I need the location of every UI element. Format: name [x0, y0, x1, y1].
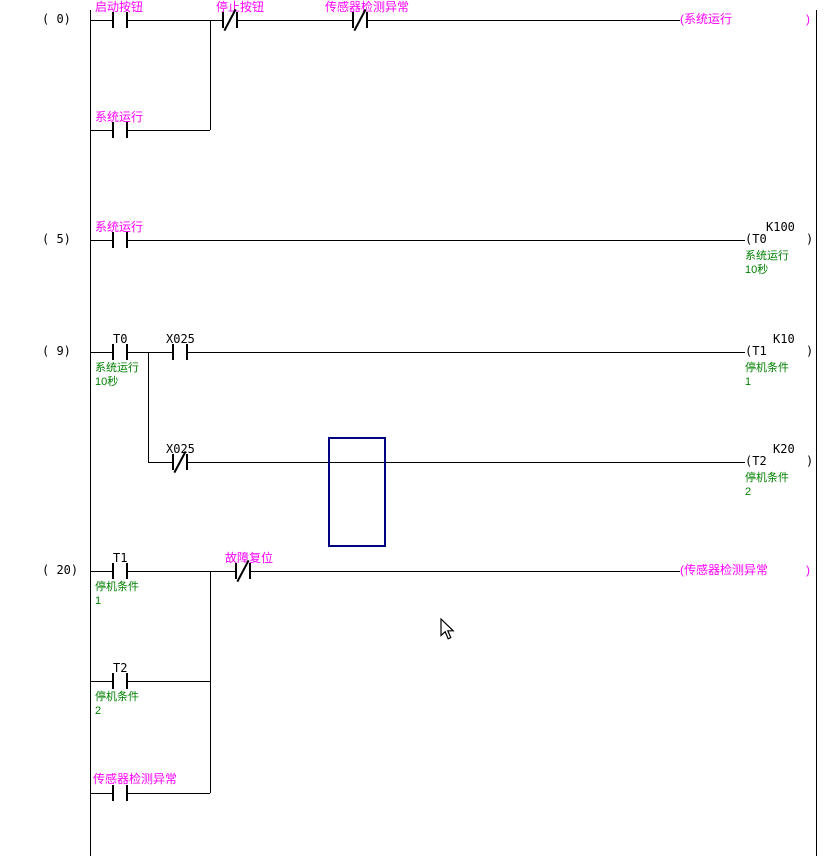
device-comment: 10秒	[95, 376, 119, 388]
wire-horizontal	[90, 571, 680, 572]
branch-wire-horizontal	[90, 793, 210, 794]
device-comment: 10秒	[745, 264, 769, 276]
rung-step-number: ( 5)	[42, 232, 71, 246]
contact-system-running-seal[interactable]	[112, 122, 128, 138]
contact-t0[interactable]	[112, 344, 128, 360]
device-comment: 2	[745, 486, 752, 498]
device-name-x025: X025	[166, 442, 195, 456]
coil-close-paren: )	[806, 563, 810, 577]
branch-wire-vertical	[210, 571, 211, 793]
contact-start-button[interactable]	[112, 12, 128, 28]
branch-wire-horizontal	[90, 681, 210, 682]
contact-system-running[interactable]	[112, 232, 128, 248]
branch-wire-vertical	[148, 352, 149, 462]
branch-wire-horizontal	[90, 130, 210, 131]
device-comment: 系统运行	[745, 250, 789, 262]
contact-label: 故障复位	[225, 551, 274, 565]
mouse-cursor	[440, 618, 455, 640]
device-comment: 系统运行	[95, 362, 139, 374]
rung-step-number: ( 20)	[42, 563, 79, 577]
device-comment: 停机条件	[95, 581, 139, 593]
device-name-t1: T1	[113, 551, 128, 565]
device-comment: 停机条件	[745, 472, 789, 484]
contact-stop-button-nc[interactable]	[222, 12, 238, 28]
timer-preset-k20: K20	[773, 442, 795, 456]
contact-x025-nc[interactable]	[172, 454, 188, 470]
coil-timer-t0[interactable]: (T0	[745, 232, 767, 246]
coil-close-paren: )	[806, 12, 810, 26]
coil-close-paren: )	[806, 454, 814, 468]
coil-close-paren: )	[806, 344, 814, 358]
device-comment: 2	[95, 705, 102, 717]
wire-horizontal	[90, 352, 745, 353]
contact-label: 启动按钮	[95, 0, 144, 14]
contact-sensor-error-nc[interactable]	[352, 12, 368, 28]
coil-close-paren: )	[806, 232, 814, 246]
coil-system-running[interactable]: (系统运行	[680, 12, 732, 26]
left-power-rail	[90, 10, 91, 856]
contact-sensor-error-seal[interactable]	[112, 785, 128, 801]
device-comment: 1	[745, 376, 752, 388]
contact-label: 传感器检测异常	[93, 772, 178, 786]
edit-cursor	[328, 437, 386, 547]
contact-label: 系统运行	[95, 220, 144, 234]
device-comment: 1	[95, 595, 102, 607]
contact-t2[interactable]	[112, 673, 128, 689]
device-comment: 停机条件	[95, 691, 139, 703]
coil-sensor-error[interactable]: (传感器检测异常	[680, 563, 768, 577]
device-name-t0: T0	[113, 332, 128, 346]
contact-label: 系统运行	[95, 110, 144, 124]
rung-step-number: ( 0)	[42, 12, 71, 26]
branch-wire-vertical	[210, 20, 211, 130]
wire-horizontal	[90, 240, 745, 241]
coil-timer-t1[interactable]: (T1	[745, 344, 767, 358]
contact-label: 传感器检测异常	[325, 0, 410, 14]
right-power-rail	[816, 10, 817, 856]
coil-timer-t2[interactable]: (T2	[745, 454, 767, 468]
timer-preset-k10: K10	[773, 332, 795, 346]
contact-fault-reset-nc[interactable]	[235, 563, 251, 579]
contact-label: 停止按钮	[216, 0, 265, 14]
rung-step-number: ( 9)	[42, 344, 71, 358]
contact-t1[interactable]	[112, 563, 128, 579]
device-comment: 停机条件	[745, 362, 789, 374]
device-name-t2: T2	[113, 661, 128, 675]
contact-x025[interactable]	[172, 344, 188, 360]
branch-wire-horizontal	[148, 462, 745, 463]
device-name-x025: X025	[166, 332, 195, 346]
timer-preset-k100: K100	[766, 220, 795, 234]
wire-horizontal	[90, 20, 680, 21]
